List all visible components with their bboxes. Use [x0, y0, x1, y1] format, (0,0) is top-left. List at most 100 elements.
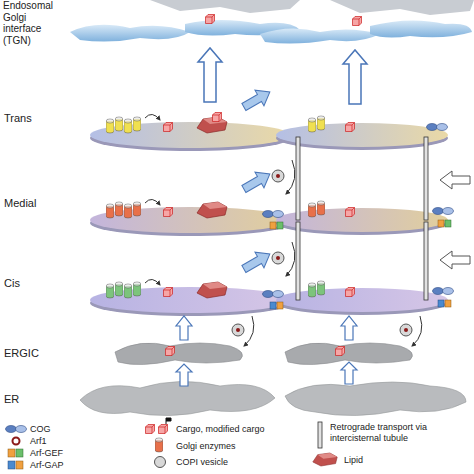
maturation-arrow [239, 84, 274, 115]
cargo-cube [336, 347, 345, 356]
flow-arrow [440, 251, 470, 269]
tgn-membrane [370, 20, 472, 37]
legend-lipid-sample [313, 453, 337, 466]
cargo-cube [346, 208, 355, 217]
er-membrane [80, 381, 275, 415]
legend-text: Arf-GEF [30, 448, 130, 459]
cargo-cube [346, 123, 355, 132]
arf-gef [270, 222, 276, 229]
arf-gef [277, 222, 283, 229]
lipid [197, 202, 227, 218]
arf1 [404, 328, 408, 332]
legend-text: Retrograde transport via intercisternal … [330, 422, 470, 444]
cog-complex [433, 288, 454, 295]
legend-text: Arf-GAP [30, 460, 130, 471]
cargo-cube [164, 123, 173, 132]
intercisternal-tubule [296, 137, 300, 220]
golgi-enzyme [317, 201, 325, 215]
legend-cog-sample [6, 426, 27, 433]
compartment-label: Trans [4, 112, 64, 125]
transport-arrow [341, 316, 357, 340]
trans-cisterna [276, 123, 448, 147]
legend-tubule-sample [318, 422, 322, 448]
ergic-membrane [285, 343, 412, 365]
cargo-cube [213, 113, 222, 122]
cog-complex [263, 211, 284, 218]
intercisternal-tubule [424, 137, 428, 220]
cargo-cube [206, 15, 215, 24]
legend-arf-gap-sample [8, 461, 15, 469]
er-membrane [285, 382, 466, 416]
transport-arrow [343, 50, 367, 104]
legend-arf-gap-sample [16, 461, 23, 469]
arf1 [236, 328, 240, 332]
golgi-enzyme [106, 284, 114, 298]
copi-vesicle [272, 170, 284, 182]
enzyme-action-arrow [145, 114, 160, 120]
golgi-enzyme [124, 119, 132, 133]
arf-gef [438, 220, 444, 227]
maturation-arrow [239, 84, 274, 115]
maturation-arrow [239, 166, 274, 197]
cog-complex [427, 124, 448, 131]
cargo-cube [346, 288, 355, 297]
legend-cargo-sample [146, 425, 155, 434]
legend-text: Golgi enzymes [176, 441, 306, 452]
legend-text: Arf1 [30, 436, 130, 447]
cog-complex [263, 291, 284, 298]
golgi-enzyme [124, 284, 132, 298]
arf-gap [438, 300, 444, 307]
golgi-enzyme [317, 281, 325, 295]
enzyme-action-arrow [145, 199, 160, 205]
legend-text: COG [30, 424, 130, 435]
compartment-label: ER [4, 393, 64, 406]
legend-text: Lipid [344, 455, 444, 466]
golgi-enzyme [115, 117, 123, 131]
arf1 [276, 256, 280, 260]
legend-modification-flag [166, 418, 171, 424]
golgi-enzyme [133, 202, 141, 216]
medial-cisterna [276, 208, 448, 232]
transport-arrow [198, 48, 222, 102]
cog-complex [433, 208, 454, 215]
arf-gap [277, 302, 283, 309]
copi-vesicle [232, 324, 244, 336]
endosome-blob [150, 0, 300, 13]
legend-arf-gef-sample [8, 449, 15, 457]
golgi-enzyme [308, 283, 316, 297]
lipid [197, 282, 227, 298]
golgi-enzyme [124, 204, 132, 218]
flow-arrow [440, 171, 470, 189]
golgi-enzyme [308, 203, 316, 217]
cargo-cube [166, 347, 175, 356]
legend-vesicle-sample [155, 457, 166, 468]
retrograde-arrow [244, 316, 254, 346]
compartment-label: Medial [4, 197, 64, 210]
intercisternal-tubule [424, 222, 428, 300]
legend-text: COPI vesicle [176, 457, 306, 468]
lipid [197, 117, 227, 133]
tgn-membrane [260, 28, 380, 43]
legend-arf-gef-sample [16, 449, 23, 457]
transport-arrow [341, 362, 357, 384]
golgi-enzyme [317, 116, 325, 130]
maturation-arrow [239, 246, 274, 277]
arf-gef [445, 220, 451, 227]
compartment-label: Cis [4, 277, 64, 290]
arf1 [276, 174, 280, 178]
arf-gap [270, 302, 276, 309]
compartment-label: Endosomal Golgi interface (TGN) [3, 0, 65, 46]
golgi-enzyme [133, 117, 141, 131]
endosome-blob [330, 0, 474, 15]
arf-gap [445, 300, 451, 307]
legend-text: Cargo, modified cargo [176, 424, 306, 435]
golgi-enzyme [133, 282, 141, 296]
maturation-arrow [239, 166, 274, 197]
legend-enzyme-sample [155, 438, 163, 452]
legend-cargo-sample [159, 425, 168, 434]
transport-arrow [176, 316, 192, 340]
maturation-arrow [239, 246, 274, 277]
tgn-membrane [70, 25, 190, 42]
retrograde-arrow [412, 316, 422, 346]
